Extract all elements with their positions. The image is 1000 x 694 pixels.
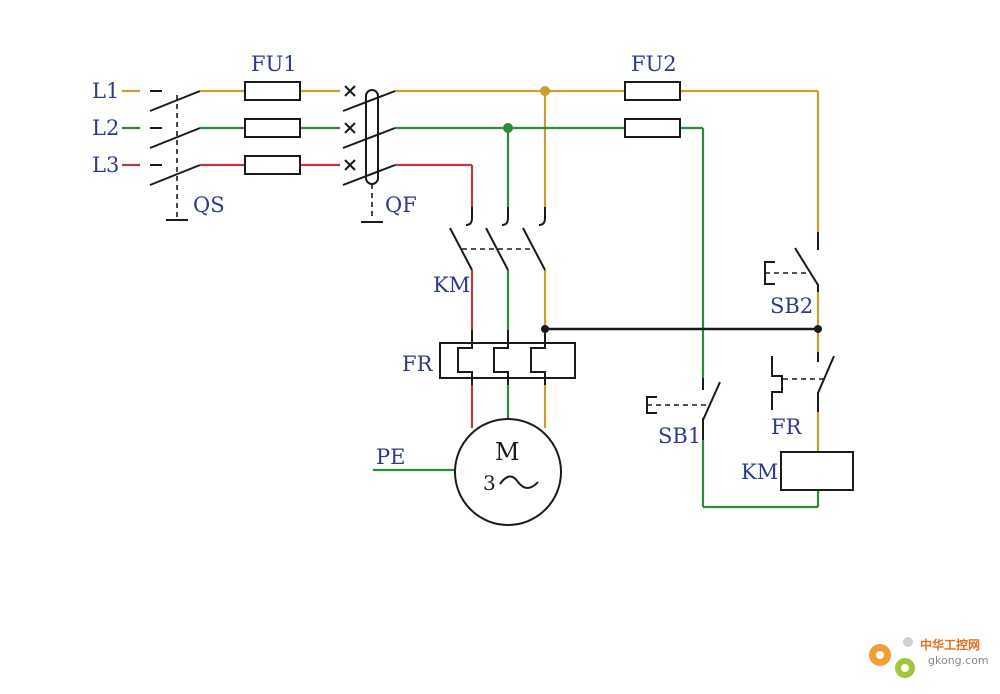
fu2-fuses [624,81,681,138]
label-motor-m: M [495,438,520,466]
junction-dot-control-left [541,325,549,333]
junction-dot-l2 [503,123,513,133]
fr-thermal-relay [439,330,576,385]
label-qf: QF [385,193,417,217]
fu1-fuses [244,81,301,175]
gkong-logo: 中华工控网 gkong.com [869,637,989,678]
label-l2: L2 [92,116,119,140]
gear-icon [869,637,915,678]
fr-aux-contact [771,352,835,412]
phase-l3-wiring [122,163,474,428]
label-fu1: FU1 [251,52,297,76]
km-main-contacts [449,207,546,271]
qf-breaker [342,85,396,223]
motor [454,418,562,526]
sb1-stop-button [646,378,721,440]
qs-switch [149,90,201,221]
label-km-coil: KM [741,460,778,484]
junction-dot-control-right [814,325,822,333]
junction-dot-l1 [540,86,550,96]
logo-text-en: gkong.com [928,654,989,667]
label-fr-main: FR [402,352,434,376]
label-pe: PE [376,445,405,469]
label-km-main: KM [433,273,470,297]
km-coil [780,451,854,491]
label-fr-aux: FR [771,415,803,439]
label-sb2: SB2 [770,294,813,318]
phase-l1-wiring [122,89,820,452]
label-l3: L3 [92,153,119,177]
label-sb1: SB1 [658,424,701,448]
logo-text-cn: 中华工控网 [920,637,980,652]
label-motor-phase: 3 [483,471,496,495]
label-fu2: FU2 [631,52,677,76]
label-qs: QS [193,193,225,217]
label-l1: L1 [92,79,119,103]
sb2-start-button [764,232,819,292]
